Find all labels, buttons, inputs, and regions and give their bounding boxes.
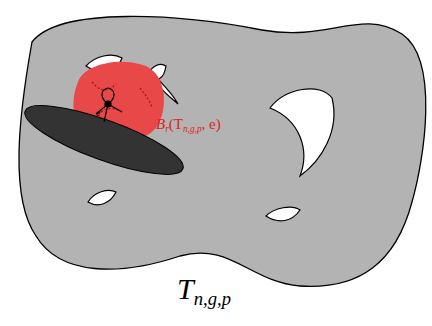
math-text: , e): [202, 116, 221, 133]
hole: [88, 190, 116, 204]
surface-label: Tn,g,p: [177, 272, 231, 306]
math-text: (T: [169, 116, 183, 133]
dotted-arcs: [92, 82, 152, 118]
subscript: r: [165, 124, 169, 134]
surface: [19, 16, 426, 286]
subscript: n,g,p: [194, 288, 231, 310]
point-label: e: [96, 107, 100, 118]
dark-disk: [18, 92, 190, 187]
math-text: e: [96, 107, 100, 118]
hole: [270, 89, 334, 176]
subscript: n,g,p: [183, 124, 202, 134]
point-frame: [96, 88, 122, 122]
ball-label: Br(Tn,g,p, e): [156, 116, 221, 133]
math-text: T: [177, 272, 194, 306]
math-text: B: [156, 116, 165, 133]
hole: [266, 207, 300, 221]
